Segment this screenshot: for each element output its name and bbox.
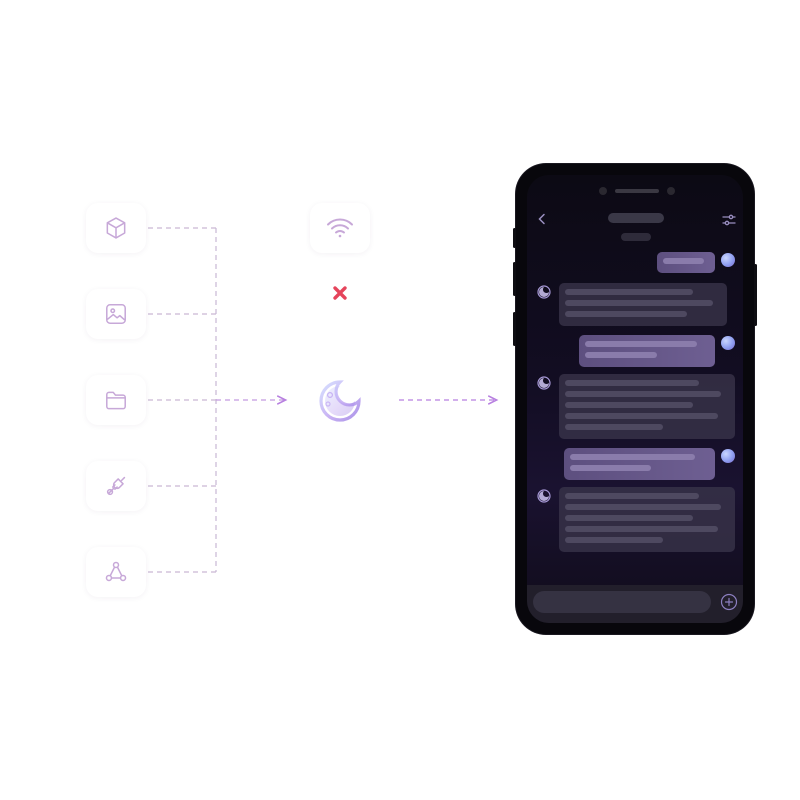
folder-icon xyxy=(106,391,126,410)
text-line-placeholder xyxy=(565,391,721,397)
text-line-placeholder xyxy=(565,289,693,295)
phone-screen xyxy=(527,175,743,623)
bot-avatar-icon xyxy=(537,285,551,299)
text-line-placeholder xyxy=(565,424,663,430)
image-icon xyxy=(106,304,126,324)
earpiece-speaker xyxy=(615,189,659,193)
text-line-placeholder xyxy=(565,537,663,543)
bot-message-bubble xyxy=(559,283,727,326)
text-line-placeholder xyxy=(565,526,718,532)
text-line-placeholder xyxy=(565,515,693,521)
phone-notch xyxy=(599,185,675,199)
user-avatar xyxy=(721,449,735,463)
text-line-placeholder xyxy=(570,465,651,471)
front-camera xyxy=(599,187,607,195)
composer-bar xyxy=(527,585,743,623)
cube-icon xyxy=(106,217,126,239)
front-sensor xyxy=(667,187,675,195)
plug-icon xyxy=(106,476,126,496)
text-line-placeholder xyxy=(565,311,687,317)
text-line-placeholder xyxy=(565,504,721,510)
source-tile-plugin xyxy=(86,461,146,511)
back-chevron-icon[interactable] xyxy=(534,211,550,227)
user-message-bubble xyxy=(564,448,715,480)
phone-volume-up xyxy=(513,262,516,296)
text-line-placeholder xyxy=(565,493,699,499)
wifi-icon xyxy=(327,218,353,238)
plus-icon[interactable] xyxy=(720,593,738,611)
share-nodes-icon xyxy=(105,561,127,582)
text-line-placeholder xyxy=(585,352,657,358)
phone-mute-switch xyxy=(513,228,516,248)
source-tile-cube xyxy=(86,203,146,253)
bot-message-bubble xyxy=(559,374,735,439)
bot-avatar-icon xyxy=(537,489,551,503)
text-line-placeholder xyxy=(565,300,713,306)
text-line-placeholder xyxy=(585,341,697,347)
text-line-placeholder xyxy=(565,380,699,386)
app-logo-icon xyxy=(319,380,361,422)
bot-avatar-icon xyxy=(537,376,551,390)
sliders-icon[interactable] xyxy=(721,212,737,228)
source-tile-folder xyxy=(86,375,146,425)
text-line-placeholder xyxy=(565,402,693,408)
bot-message-bubble xyxy=(559,487,735,552)
chat-title-placeholder xyxy=(608,213,664,223)
source-tile-share xyxy=(86,547,146,597)
text-line-placeholder xyxy=(565,413,718,419)
user-avatar xyxy=(721,253,735,267)
chat-subtitle-placeholder xyxy=(621,233,651,241)
user-avatar xyxy=(721,336,735,350)
phone-power-button xyxy=(754,264,757,326)
user-message-bubble xyxy=(579,335,715,367)
text-line-placeholder xyxy=(663,258,704,264)
connectivity-tile xyxy=(310,203,370,253)
text-line-placeholder xyxy=(570,454,695,460)
phone-mockup xyxy=(513,164,757,634)
source-tile-image xyxy=(86,289,146,339)
user-message-bubble xyxy=(657,252,715,273)
message-input[interactable] xyxy=(533,591,711,613)
x-mark-icon xyxy=(333,286,347,300)
phone-volume-down xyxy=(513,312,516,346)
